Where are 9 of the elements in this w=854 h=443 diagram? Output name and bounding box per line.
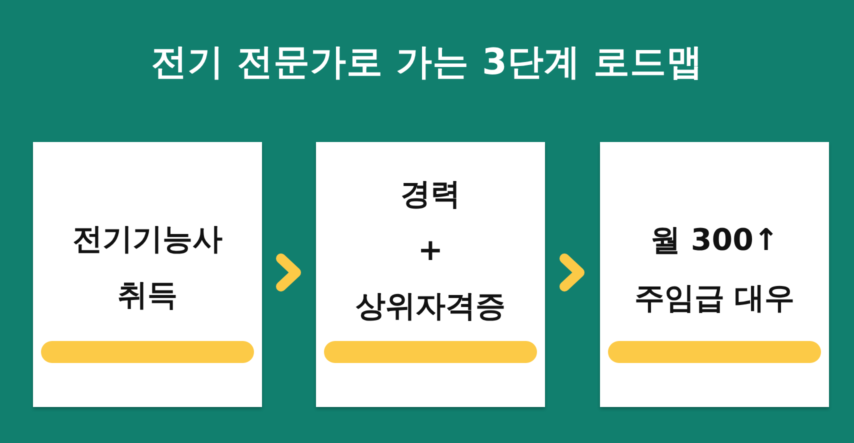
step-card [600,142,829,407]
chevron-arrow [276,254,301,292]
step-text: 월 300↑ 주임급 대우 [633,222,796,318]
step-card [33,142,262,407]
step-text: 전기기능사 취득 [72,221,224,315]
title: 전기 전문가로 가는 3단계 로드맵 [150,41,704,85]
chevron-arrow [560,254,584,292]
step-text: 경력 + 상위자격증 [354,176,506,326]
step-card [316,142,545,407]
